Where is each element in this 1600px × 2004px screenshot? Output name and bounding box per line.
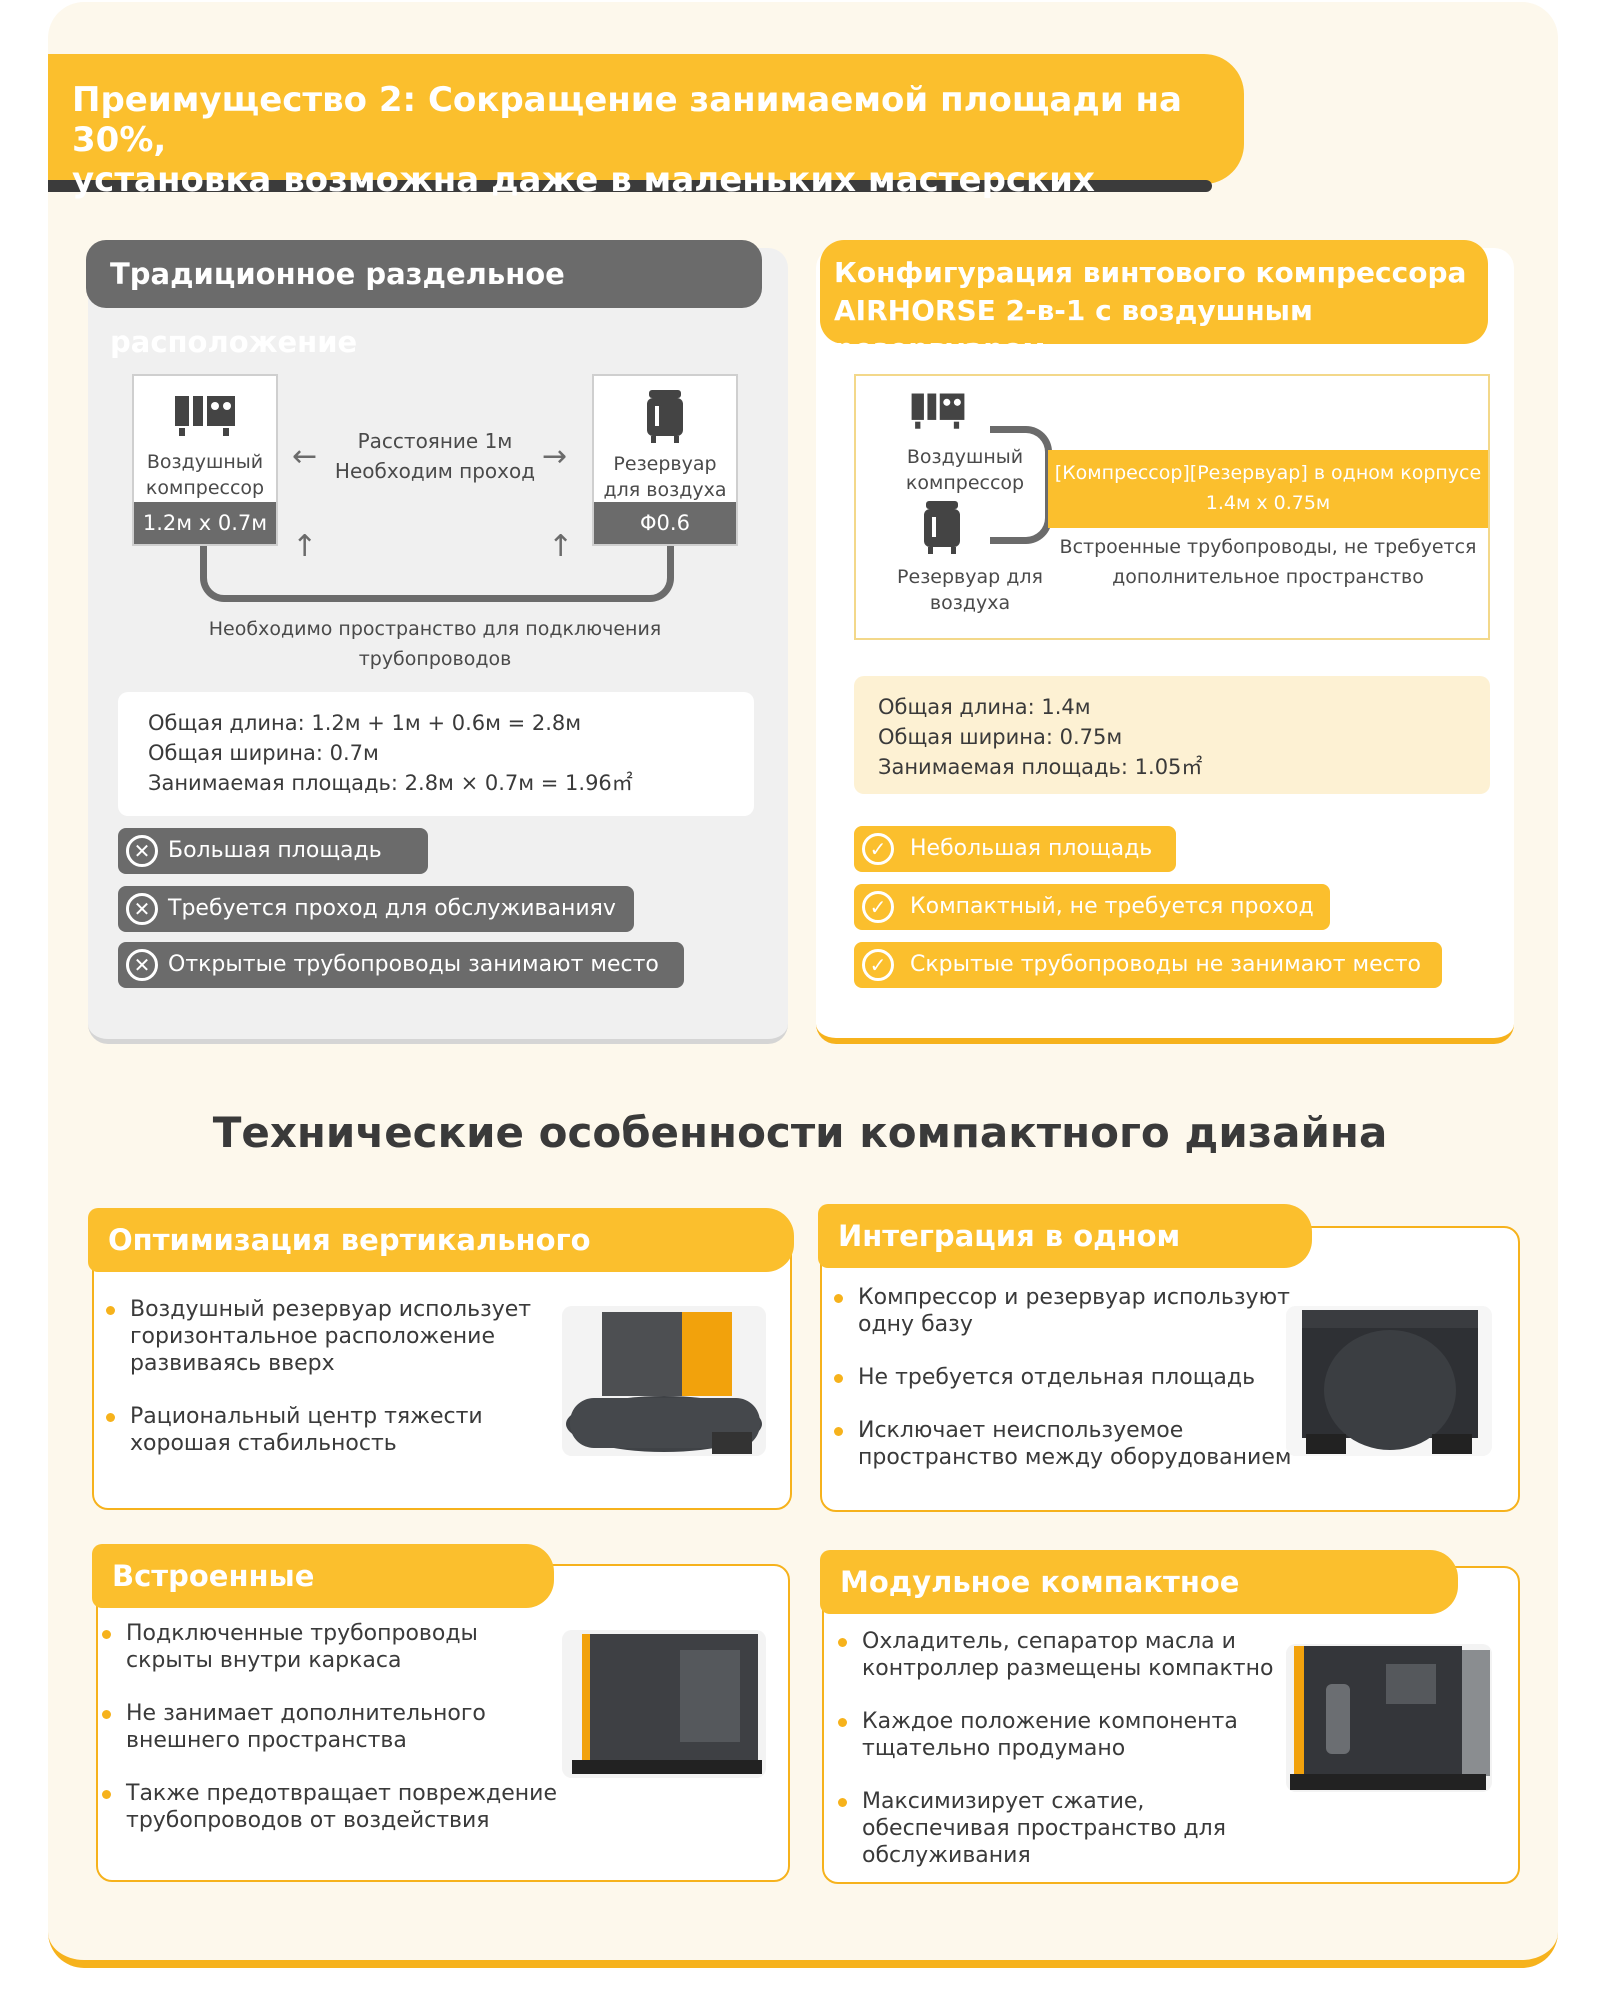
airhorse-tank-label: Резервуар для воздуха [897,566,1043,614]
cross-circle-icon: ✕ [126,949,158,981]
tank-label: Резервуар для воздуха [603,453,727,501]
feature-title-pipes: Встроенные трубопроводы [92,1544,554,1657]
compressor-box: Воздушный компрессор 1.2м x 0.7м [132,374,278,546]
con-badge: ✕ Открытые трубопроводы занимают место [118,942,684,988]
feature-list-frame: Компрессор и резервуар используют одну б… [832,1284,1292,1497]
feature-list-vertical: Воздушный резервуар использует горизонта… [104,1296,544,1483]
pipe-space-note: Необходимо пространство для подключения … [208,618,662,670]
con-badge: ✕ Большая площадь [118,828,428,874]
pro-badge: ✓ Компактный, не требуется проход [854,884,1330,930]
product-photo-pipes [562,1630,766,1778]
pro-badge: ✓ Небольшая площадь [854,826,1176,872]
airhorse-stats: Общая длина: 1.4м Общая ширина: 0.75м За… [854,676,1490,794]
arrow-right-icon: → [542,439,568,474]
list-item: Максимизирует сжатие, обеспечивая простр… [836,1788,1286,1869]
list-item: Также предотвращает повреждение трубопро… [100,1780,570,1834]
pipe-connection [200,546,674,602]
list-item: Компрессор и резервуар используют одну б… [832,1284,1292,1338]
compressor-icon [175,396,235,436]
list-item: Воздушный резервуар использует горизонта… [104,1296,544,1377]
hero-banner [48,54,1244,184]
list-item: Не требуется отдельная площадь [832,1364,1292,1391]
airhorse-title: Конфигурация винтового компрессора AIRHO… [820,240,1488,365]
traditional-stats: Общая длина: 1.2м + 1м + 0.6м = 2.8м Общ… [118,692,754,816]
feature-list-pipes: Подключенные трубопроводы скрыты внутри … [100,1620,570,1860]
con-badge: ✕ Требуется проход для обслуживанияv [118,886,634,932]
compressor-label: Воздушный компрессор [145,451,265,499]
list-item: Охладитель, сепаратор масла и контроллер… [836,1628,1286,1682]
feature-title-modular: Модульное компактное расположение [820,1550,1458,1663]
compressor-dimensions: 1.2м x 0.7м [134,502,276,544]
integrated-dimensions-band: [Компрессор][Резервуар] в одном корпусе … [1048,450,1488,528]
list-item: Подключенные трубопроводы скрыты внутри … [100,1620,570,1674]
list-item: Каждое положение компонента тщательно пр… [836,1708,1286,1762]
compressor-icon [911,393,965,429]
check-circle-icon: ✓ [862,833,894,865]
integrated-pipe-note: Встроенные трубопроводы, не требуется до… [1059,536,1477,588]
feature-title-frame: Интеграция в одном каркасе [818,1204,1312,1317]
product-photo-frame [1286,1306,1492,1456]
arrow-up-icon: ↑ [548,529,574,564]
list-item: Рациональный центр тяжести хорошая стаби… [104,1403,544,1457]
integrated-pipe [990,426,1052,544]
air-tank-icon [647,390,683,443]
pro-badge: ✓ Скрытые трубопроводы не занимают место [854,942,1442,988]
feature-list-modular: Охладитель, сепаратор масла и контроллер… [836,1628,1286,1895]
traditional-title: Традиционное раздельное расположение [86,240,762,359]
check-circle-icon: ✓ [862,891,894,923]
check-circle-icon: ✓ [862,949,894,981]
air-tank-icon [924,501,960,554]
features-section-title: Технические особенности компактного диза… [212,1108,1388,1157]
arrow-left-icon: ← [292,439,318,474]
cross-circle-icon: ✕ [126,835,158,867]
feature-title-vertical: Оптимизация вертикального расположения [88,1208,794,1321]
list-item: Исключает неиспользуемое пространство ме… [832,1417,1292,1471]
tank-box: Резервуар для воздуха Φ0.6 [592,374,738,546]
cross-circle-icon: ✕ [126,893,158,925]
hero-title: Преимущество 2: Сокращение занимаемой пл… [72,80,1182,200]
product-photo-vertical [562,1306,766,1456]
distance-text: Расстояние 1м Необходим проход [334,429,536,483]
product-photo-modular [1286,1644,1492,1792]
list-item: Не занимает дополнительного внешнего про… [100,1700,570,1754]
tank-dimensions: Φ0.6 [594,502,736,544]
arrow-up-icon: ↑ [292,529,318,564]
hero-underline [48,180,1212,192]
